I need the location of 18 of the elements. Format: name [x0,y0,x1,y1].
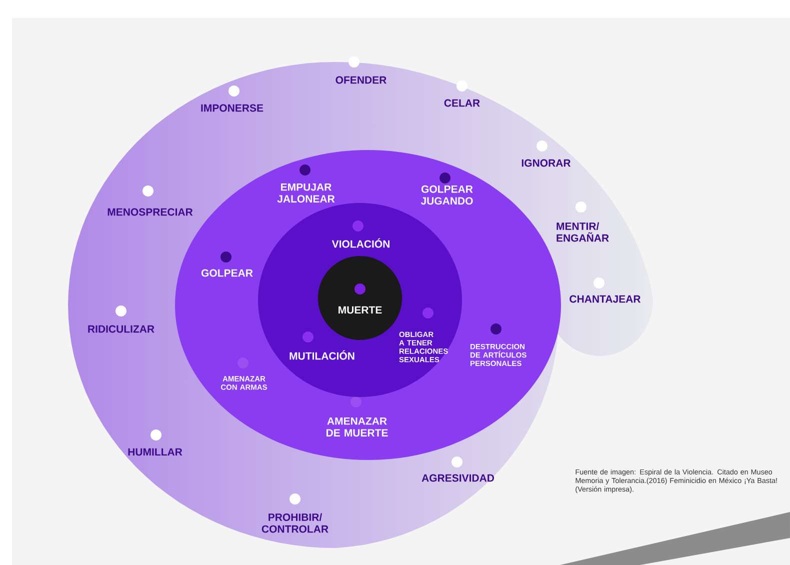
band-label: OFENDER [336,76,386,84]
band-label: GOLPEAR [201,269,253,277]
band-label: IMPONERSE [201,104,264,112]
band-label: AMENAZAR DE MUERTE [326,417,388,437]
band-label: CELAR [444,99,480,107]
band-label: GOLPEAR JUGANDO [420,185,473,205]
band-label: IGNORAR [522,159,571,167]
band-label: MENOSPRECIAR [108,208,193,216]
band-label: CHANTAJEAR [570,295,641,303]
band-label: VIOLACIÓN [332,238,390,248]
band-label: PROHIBIR/ CONTROLAR [262,513,328,533]
band-label: MUERTE [338,306,382,314]
band-label: HUMILLAR [128,448,182,456]
band-label: MUTILACIÓN [290,350,354,360]
band-label: MENTIR/ ENGAÑAR [556,222,609,242]
band-label: RIDICULIZAR [88,325,154,333]
band-label: EMPUJAR JALONEAR [277,183,335,203]
band-label: AGRESIVIDAD [422,474,494,482]
